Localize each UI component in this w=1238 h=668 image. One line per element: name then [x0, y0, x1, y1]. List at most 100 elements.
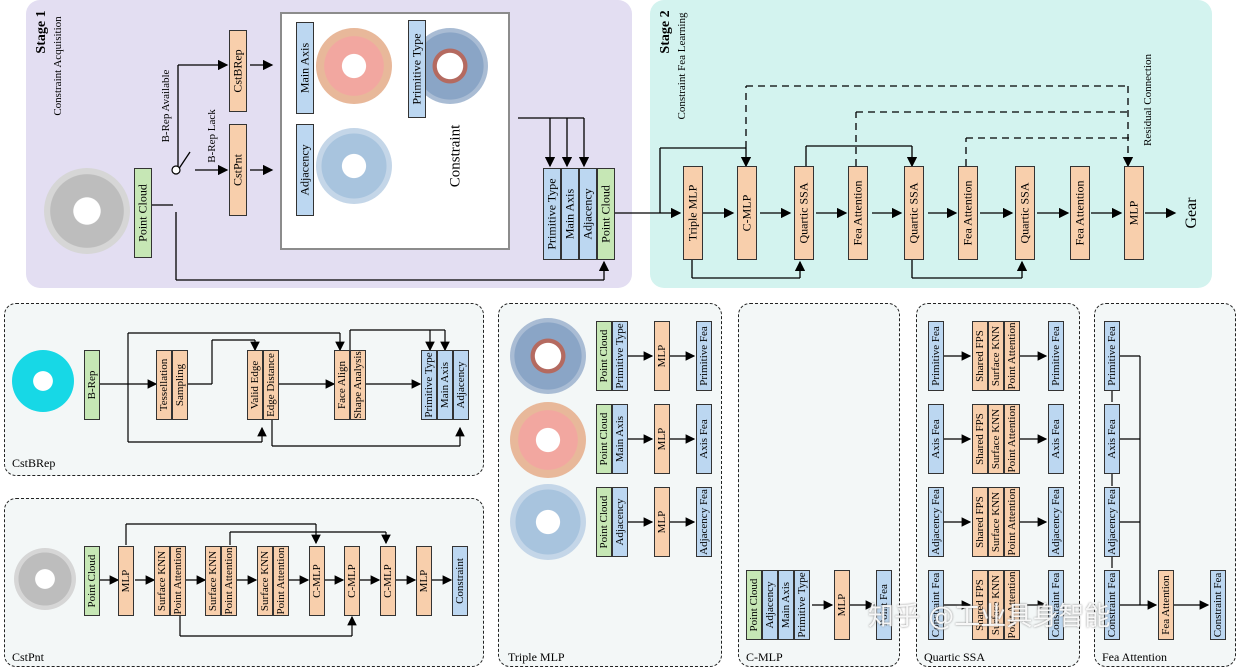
qs-row4-in: Constraint Fea	[928, 570, 944, 640]
cstpnt-box: CstPnt	[229, 124, 247, 216]
stage1-subtitle: Constraint Acquisition	[52, 16, 64, 116]
cstpnt-surface-knn-1: Surface KNN	[154, 546, 170, 616]
point-cloud-box: Point Cloud	[134, 168, 152, 258]
cstpnt-surface-knn-3: Surface KNN	[257, 546, 273, 616]
triple-mlp-panel-label: Triple MLP	[508, 650, 565, 664]
cstpnt-point-attention-3: Point Attention	[273, 546, 289, 616]
cstpnt-mlp-1: MLP	[118, 546, 134, 616]
brep-lack-label: B-Rep Lack	[206, 109, 218, 163]
valid-edge-box: Valid Edge	[247, 350, 263, 420]
main-axis-box: Main Axis	[296, 22, 314, 114]
gear-adjacency-icon	[316, 128, 392, 204]
brep-main-axis-box: Main Axis	[437, 350, 453, 420]
gear-gray-small-icon	[14, 548, 76, 610]
stage1-title: Stage 1	[34, 10, 49, 54]
cstpnt-surface-knn-2: Surface KNN	[205, 546, 221, 616]
pipeline-quartic-ssa-3: Quartic SSA	[1015, 166, 1035, 260]
tm-row2-point-cloud: Point Cloud	[596, 404, 612, 474]
edge-distance-box: Edge Distance	[263, 350, 279, 420]
cmlp-out: Point Fea	[876, 570, 892, 640]
tm-row1-mlp: MLP	[654, 321, 670, 391]
adjacency-box: Adjacency	[296, 124, 314, 216]
fa-in-constraint: Constraint Fea	[1104, 570, 1120, 640]
stage2-title: Stage 2	[658, 10, 673, 54]
stage2-subtitle: Constraint Fea Learning	[676, 12, 688, 120]
pipeline-fea-attention-1: Fea Attention	[848, 166, 868, 260]
qs-row4-op2: Surface KNN	[988, 570, 1004, 640]
fa-in-primitive: Primitive Fea	[1104, 321, 1120, 391]
qs-row4-op3: Point Attention	[1004, 570, 1020, 640]
tm-row3-point-cloud: Point Cloud	[596, 487, 612, 557]
fa-in-adjacency: Adjacency Fea	[1104, 487, 1120, 557]
face-align-box: Face Align	[334, 350, 350, 420]
quartic-ssa-panel-label: Quartic SSA	[924, 650, 985, 664]
brep-primitive-type-box: Primitive Type	[421, 350, 437, 420]
stack-adjacency: Adjacency	[579, 168, 597, 260]
tm-row3-mlp: MLP	[654, 487, 670, 557]
stack-primitive-type: Primitive Type	[543, 168, 561, 260]
cstpnt-point-attention-2: Point Attention	[221, 546, 237, 616]
pipeline-fea-attention-3: Fea Attention	[1070, 166, 1090, 260]
qs-row2-op3: Point Attention	[1004, 404, 1020, 474]
cmlp-adjacency: Adjacency	[762, 570, 778, 640]
qs-row4-op1: Shared FPS	[972, 570, 988, 640]
qs-row1-op2: Surface KNN	[988, 321, 1004, 391]
cstpnt-constraint: Constraint	[452, 546, 468, 616]
gear-gray-icon	[44, 168, 130, 254]
gear-cyan-icon	[12, 350, 74, 412]
tm-row3-out: Adjacency Fea	[696, 487, 712, 557]
shape-analysis-box: Shape Analysis	[350, 350, 366, 420]
qs-row1-op3: Point Attention	[1004, 321, 1020, 391]
qs-row1-op1: Shared FPS	[972, 321, 988, 391]
cstpnt-panel-label: CstPnt	[12, 650, 45, 664]
cmlp-primitive-type: Primitive Type	[794, 570, 810, 640]
cmlp-main-axis: Main Axis	[778, 570, 794, 640]
pipeline-quartic-ssa-1: Quartic SSA	[794, 166, 814, 260]
brep-available-label: B-Rep Available	[160, 69, 172, 143]
cstbrep-box: CstBRep	[229, 30, 247, 112]
gear-output-label: Gear	[1183, 197, 1200, 229]
qs-row2-in: Axis Fea	[928, 404, 944, 474]
fa-in-axis: Axis Fea	[1104, 404, 1120, 474]
cstpnt-cmlp-2: C-MLP	[344, 546, 360, 616]
qs-row3-op2: Surface KNN	[988, 487, 1004, 557]
cmlp-mlp: MLP	[834, 570, 850, 640]
fea-attention-panel-label: Fea Attention	[1102, 650, 1167, 664]
cstpnt-mlp-2: MLP	[416, 546, 432, 616]
cstpnt-point-attention-1: Point Attention	[170, 546, 186, 616]
tm-row1-point-cloud: Point Cloud	[596, 321, 612, 391]
sampling-box: Sampling	[172, 350, 188, 420]
brep-box: B-Rep	[84, 350, 100, 420]
tm-row2-main-axis: Main Axis	[612, 404, 628, 474]
qs-row2-op2: Surface KNN	[988, 404, 1004, 474]
pipeline-cmlp: C-MLP	[737, 166, 757, 260]
residual-label: Residual Connection	[1142, 54, 1154, 146]
pipeline-mlp: MLP	[1124, 166, 1144, 260]
gear-tm3-icon	[510, 484, 586, 560]
qs-row1-in: Primitive Fea	[928, 321, 944, 391]
qs-row3-op3: Point Attention	[1004, 487, 1020, 557]
gear-axis-icon	[316, 28, 392, 104]
tm-row2-out: Axis Fea	[696, 404, 712, 474]
gear-tm2-icon	[510, 402, 586, 478]
pipeline-fea-attention-2: Fea Attention	[958, 166, 978, 260]
qs-row1-out: Primitive Fea	[1048, 321, 1064, 391]
fa-mid: Fea Attention	[1158, 570, 1174, 640]
primitive-type-box: Primitive Type	[408, 20, 426, 118]
tessellation-box: Tessellation	[156, 350, 172, 420]
fa-out: Constraint Fea	[1210, 570, 1226, 640]
tm-row2-mlp: MLP	[654, 404, 670, 474]
qs-row2-out: Axis Fea	[1048, 404, 1064, 474]
tm-row3-adjacency: Adjacency	[612, 487, 628, 557]
cstbrep-panel-label: CstBRep	[12, 456, 56, 470]
cmlp-panel-label: C-MLP	[746, 650, 783, 664]
qs-row3-op1: Shared FPS	[972, 487, 988, 557]
cstpnt-point-cloud: Point Cloud	[84, 546, 100, 616]
qs-row4-out: Constraint Fea	[1048, 570, 1064, 640]
tm-row1-primitive-type: Primitive Type	[612, 321, 628, 391]
cstpnt-cmlp-3: C-MLP	[380, 546, 396, 616]
qs-row2-op1: Shared FPS	[972, 404, 988, 474]
cmlp-point-cloud: Point Cloud	[746, 570, 762, 640]
tm-row1-out: Primitive Fea	[696, 321, 712, 391]
